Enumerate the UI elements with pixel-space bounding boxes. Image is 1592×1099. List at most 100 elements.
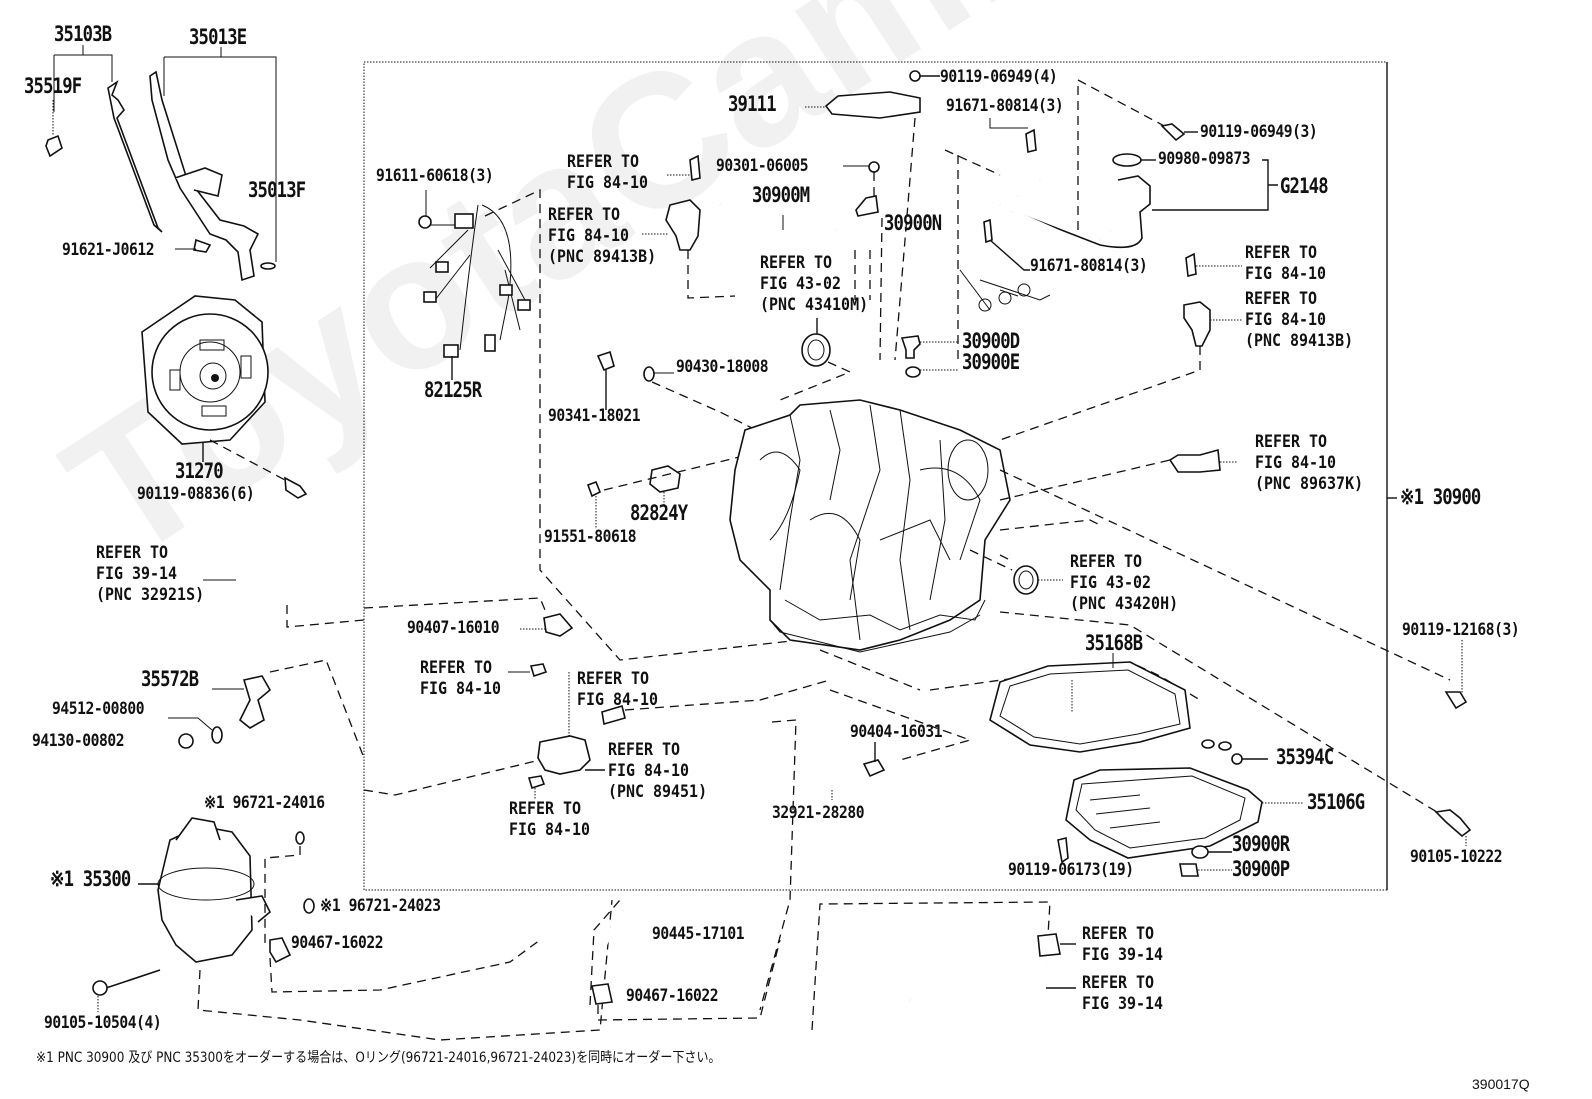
label-30900N: 30900N bbox=[884, 211, 942, 235]
ref-pnc-89413B-a: REFER TO FIG 84-10 (PNC 89413B) bbox=[548, 205, 657, 267]
bolt-90119-12168 bbox=[1444, 691, 1468, 710]
plug-90341 bbox=[596, 350, 615, 372]
label-35394C: 35394C bbox=[1276, 745, 1334, 769]
gasket-90430 bbox=[643, 366, 655, 382]
o-ring-96721-24023 bbox=[303, 898, 315, 914]
label-35300: ※1 35300 bbox=[50, 867, 131, 891]
ref-pnc-43410M: REFER TO FIG 43-02 (PNC 43410M) bbox=[760, 253, 869, 315]
bolt-91671-a bbox=[1025, 128, 1037, 153]
o-ring-96721-24016 bbox=[295, 831, 305, 845]
label-31270: 31270 bbox=[175, 459, 224, 483]
label-90980-09873: 90980-09873 bbox=[1158, 149, 1251, 169]
dipstick-guide-35013E bbox=[149, 70, 276, 282]
bolt-ref-84-10-e bbox=[527, 775, 546, 790]
label-91671-80814-a: 91671-80814(3) bbox=[946, 96, 1064, 116]
label-94130-00802: 94130-00802 bbox=[32, 731, 125, 751]
ref-fig-39-14-a: REFER TO FIG 39-14 bbox=[1082, 924, 1164, 965]
figure-code: 390017Q bbox=[1472, 1076, 1530, 1092]
transaxle-case-30900 bbox=[729, 399, 1011, 653]
oil-cooler-35300 bbox=[157, 817, 271, 963]
bolt-91671-b bbox=[983, 218, 993, 244]
label-90119-08836: 90119-08836(6) bbox=[137, 484, 255, 504]
label-90119-06949-4: 90119-06949(4) bbox=[940, 67, 1058, 87]
bolt-91551 bbox=[586, 480, 602, 498]
shift-sensor-89451 bbox=[537, 735, 591, 775]
label-94512-00800: 94512-00800 bbox=[52, 699, 145, 719]
ref-pnc-89413B-b: REFER TO FIG 84-10 (PNC 89413B) bbox=[1245, 289, 1354, 351]
footnote: ※1 PNC 30900 及び PNC 35300をオーダーする場合は、Oリング… bbox=[36, 1050, 721, 1066]
label-90341-18021: 90341-18021 bbox=[548, 406, 641, 426]
bolt-91611 bbox=[418, 215, 432, 229]
label-91621-J0612: 91621-J0612 bbox=[62, 240, 155, 260]
label-30900-main: ※1 30900 bbox=[1400, 485, 1481, 509]
bracket-82824Y bbox=[649, 465, 681, 493]
bolt-ref-84-10-c bbox=[529, 663, 548, 678]
ref-pnc-89451: REFER TO FIG 84-10 (PNC 89451) bbox=[608, 740, 708, 802]
dipstick-bracket bbox=[52, 45, 277, 262]
label-90105-10222: 90105-10222 bbox=[1410, 847, 1503, 867]
speed-sensor-89413B bbox=[665, 199, 701, 251]
bracket-35572B bbox=[238, 675, 272, 729]
label-30900M: 30900M bbox=[752, 183, 810, 207]
plug-90404 bbox=[862, 759, 886, 778]
label-G2148: G2148 bbox=[1280, 174, 1329, 198]
label-90301-06005: 90301-06005 bbox=[716, 156, 809, 176]
label-90430-18008: 90430-18008 bbox=[676, 357, 769, 377]
label-90445-17101: 90445-17101 bbox=[652, 924, 745, 944]
bolt-90119-08836 bbox=[284, 476, 308, 499]
wire-harness-82125R bbox=[423, 204, 531, 358]
ref-fig-84-10-c: REFER TO FIG 84-10 bbox=[420, 658, 502, 699]
label-90407-16010: 90407-16010 bbox=[407, 618, 500, 638]
ref-fig-84-10-d: REFER TO FIG 84-10 bbox=[577, 669, 659, 710]
magnet-35394C bbox=[1231, 753, 1243, 765]
clamp-ref-39-14 bbox=[1037, 933, 1061, 957]
label-90119-12168: 90119-12168(3) bbox=[1402, 620, 1520, 640]
hose-clamp-90467-b bbox=[591, 983, 613, 1005]
drain-bolt-90119-06173 bbox=[1057, 836, 1069, 864]
ref-pnc-32921S: REFER TO FIG 39-14 (PNC 32921S) bbox=[96, 543, 205, 605]
ref-fig-84-10-e: REFER TO FIG 84-10 bbox=[509, 799, 591, 840]
ref-fig-39-14-b: REFER TO FIG 39-14 bbox=[1082, 973, 1164, 1014]
nut-94130 bbox=[178, 733, 194, 749]
pressure-switch-89637K bbox=[1168, 448, 1221, 473]
ref-fig-84-10-a: REFER TO FIG 84-10 bbox=[567, 152, 649, 193]
torque-converter-31270 bbox=[141, 295, 269, 445]
label-82824Y: 82824Y bbox=[630, 501, 688, 525]
label-82125R: 82125R bbox=[424, 378, 482, 402]
tube-32921-28280 bbox=[799, 740, 835, 791]
washer-94512 bbox=[211, 726, 223, 744]
plug-30900D bbox=[900, 335, 921, 359]
bolt-90105-10504 bbox=[92, 980, 108, 996]
label-91551-80618: 91551-80618 bbox=[544, 527, 637, 547]
label-35103B: 35103B bbox=[54, 22, 112, 46]
pan-gasket-35168B bbox=[989, 661, 1191, 753]
bolt-90119-06949-3 bbox=[1160, 123, 1186, 142]
bolt-90105-10222 bbox=[1434, 809, 1472, 838]
label-35106G: 35106G bbox=[1307, 790, 1365, 814]
bolt-ref-84-10-b bbox=[1185, 252, 1197, 277]
label-35013F: 35013F bbox=[248, 178, 306, 202]
ref-fig-84-10-b: REFER TO FIG 84-10 bbox=[1245, 243, 1327, 284]
label-39111: 39111 bbox=[728, 92, 777, 116]
pin-ref-84-10 bbox=[601, 704, 626, 726]
label-90404-16031: 90404-16031 bbox=[850, 722, 943, 742]
label-35572B: 35572B bbox=[141, 667, 199, 691]
label-96721-24016: ※1 96721-24016 bbox=[204, 793, 325, 813]
label-90467-16022-a: 90467-16022 bbox=[291, 933, 384, 953]
gasket-30900E bbox=[905, 366, 921, 378]
dipstick-35103B bbox=[45, 79, 163, 233]
label-32921-28280: 32921-28280 bbox=[772, 803, 865, 823]
label-91671-80814-b: 91671-80814(3) bbox=[1030, 256, 1148, 276]
oil-seal-43410M bbox=[801, 333, 831, 367]
label-90119-06173: 90119-06173(19) bbox=[1008, 860, 1134, 880]
label-90467-16022-b: 90467-16022 bbox=[626, 986, 719, 1006]
label-30900R: 30900R bbox=[1232, 832, 1290, 856]
label-35168B: 35168B bbox=[1085, 631, 1143, 655]
bolt-90119-06949-4 bbox=[909, 70, 921, 82]
label-90105-10504: 90105-10504(4) bbox=[44, 1013, 162, 1033]
label-35013E: 35013E bbox=[189, 25, 247, 49]
o-ring-90301 bbox=[868, 161, 880, 173]
label-35519F: 35519F bbox=[24, 74, 82, 98]
